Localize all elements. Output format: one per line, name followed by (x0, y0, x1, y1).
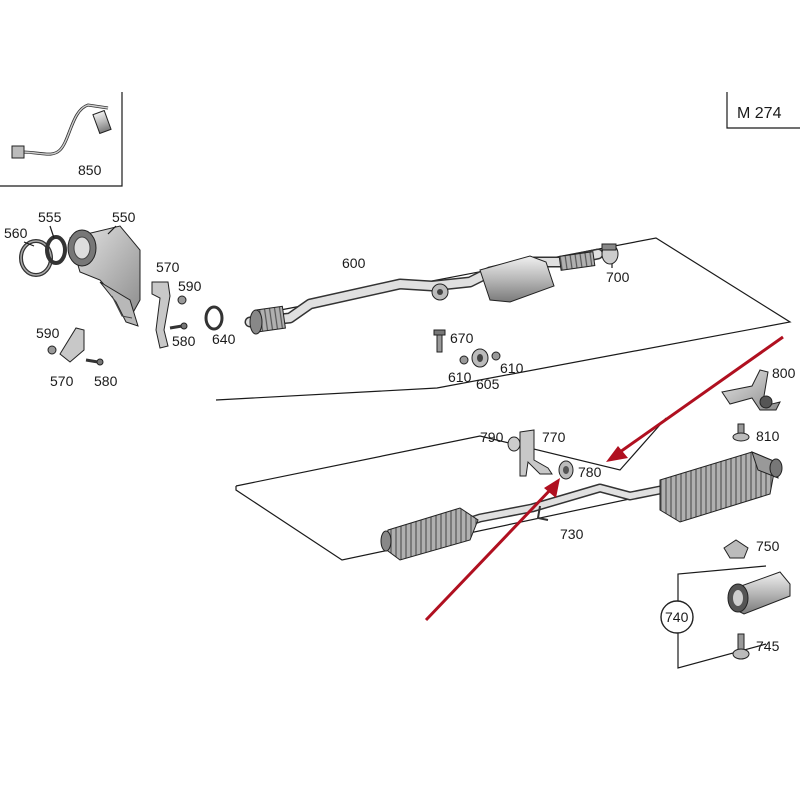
rubber-ring-780 (558, 460, 574, 480)
label-570-upper: 570 (156, 259, 180, 275)
gasket-555 (45, 235, 67, 265)
bracket-570-upper (151, 281, 171, 349)
spring-605 (471, 348, 489, 368)
label-740: 740 (665, 609, 689, 625)
rubber-mount-790 (507, 436, 521, 452)
label-800: 800 (772, 365, 796, 381)
label-750: 750 (756, 538, 780, 554)
clip-750 (723, 539, 749, 559)
label-610-right: 610 (500, 360, 524, 376)
label-590-upper: 590 (178, 278, 202, 294)
catalytic-converter-550 (67, 225, 141, 327)
label-770: 770 (542, 429, 566, 445)
label-700: 700 (606, 269, 630, 285)
bolt-670 (433, 329, 446, 353)
label-730: 730 (560, 526, 584, 542)
callout-740 (660, 600, 694, 634)
oxygen-sensor-box: 850 (0, 92, 123, 187)
rear-muffler-assembly-730 (380, 451, 783, 561)
lower-assembly-outline-bottom (235, 486, 673, 561)
label-605: 605 (476, 376, 500, 392)
nut-610-left (459, 355, 469, 365)
label-600: 600 (342, 255, 366, 271)
hanger-bracket-800 (721, 369, 781, 411)
screw-745 (732, 633, 750, 660)
bracket-570-lower (47, 327, 85, 363)
label-550: 550 (112, 209, 136, 225)
label-745: 745 (756, 638, 780, 654)
label-580-lower: 580 (94, 373, 118, 389)
bolt-810 (732, 423, 750, 442)
label-810: 810 (756, 428, 780, 444)
nut-610-right (491, 351, 501, 361)
bolt-580-upper (169, 322, 188, 330)
red-arrow-upper (606, 335, 784, 462)
engine-code: M 274 (737, 105, 782, 122)
bracket-770 (519, 429, 553, 477)
label-560: 560 (4, 225, 28, 241)
label-555: 555 (38, 209, 62, 225)
red-arrow-lower (424, 478, 560, 622)
tailpipe-tip-740 (727, 571, 791, 615)
engine-code-box: M 274 (726, 92, 800, 129)
nut-590-upper (177, 295, 187, 305)
label-850: 850 (78, 162, 102, 178)
bolt-580-lower (85, 358, 104, 366)
label-590-lower: 590 (36, 325, 60, 341)
front-pipe-600 (244, 248, 604, 335)
label-790: 790 (480, 429, 504, 445)
clamp-700 (601, 243, 619, 265)
label-570-lower: 570 (50, 373, 74, 389)
label-580-upper: 580 (172, 333, 196, 349)
label-780: 780 (578, 464, 602, 480)
lower-assembly-outline-top (235, 417, 667, 487)
label-610-left: 610 (448, 369, 472, 385)
label-670: 670 (450, 330, 474, 346)
label-640: 640 (212, 331, 236, 347)
gasket-640 (204, 305, 224, 331)
